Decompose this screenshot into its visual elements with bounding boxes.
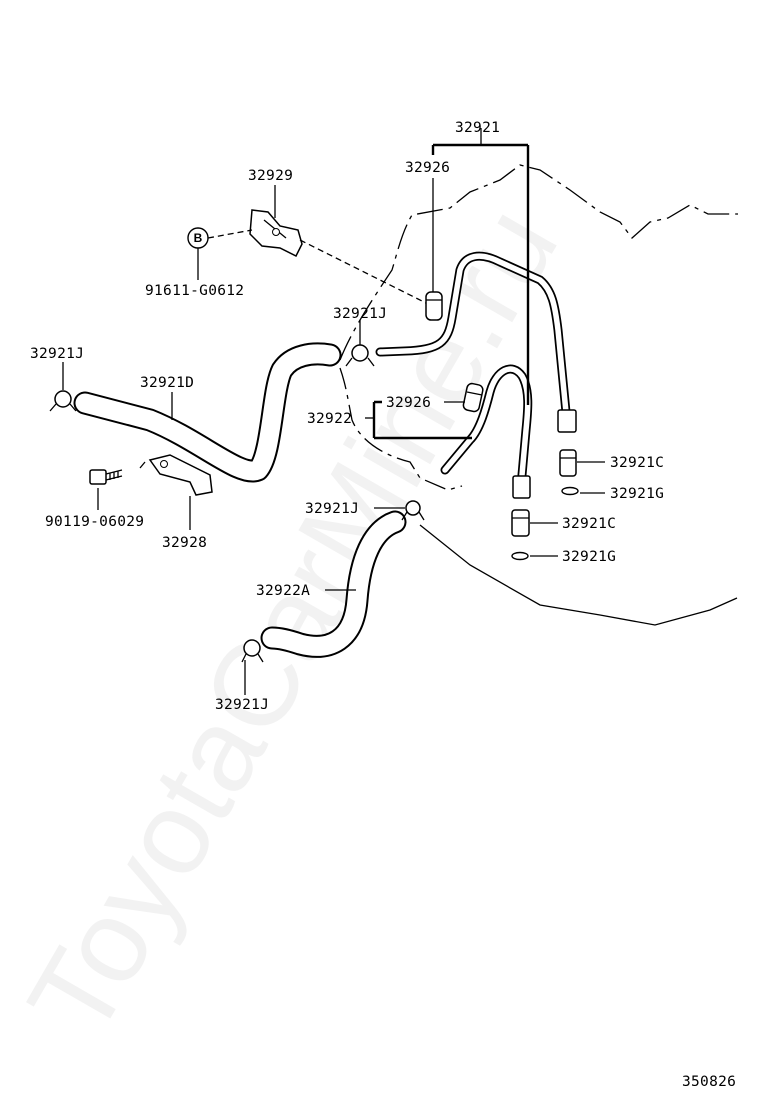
diagram-number: 350826 — [682, 1074, 736, 1090]
part-labels: 32921 32926 32929 91611-G0612 32921J 329… — [30, 120, 736, 1090]
label-32928: 32928 — [162, 535, 207, 551]
label-32921j-mid: 32921J — [333, 306, 387, 322]
clamp-32921J-bottom — [241, 639, 264, 663]
label-32921j-low: 32921J — [305, 501, 359, 517]
bolt-90119-06029 — [89, 469, 123, 485]
gasket-32921G-1 — [561, 486, 579, 496]
cushion-32926-mid — [462, 382, 484, 413]
label-32921d: 32921D — [140, 375, 194, 391]
label-32921c-2: 32921C — [562, 516, 616, 532]
label-32921g-2: 32921G — [562, 549, 616, 565]
label-32926-top: 32926 — [405, 160, 450, 176]
label-90119-06029: 90119-06029 — [45, 514, 144, 530]
label-32921g-1: 32921G — [610, 486, 664, 502]
union-32921C-2 — [511, 475, 531, 537]
union-32921C-1 — [557, 409, 577, 477]
gasket-32921G-2 — [511, 551, 529, 561]
clamp-32921J-low — [401, 500, 425, 521]
label-32922a: 32922A — [256, 583, 310, 599]
label-32921j-left: 32921J — [30, 346, 84, 362]
hose-32921D — [73, 342, 342, 483]
leader-lines — [62, 128, 605, 695]
pipe-32922 — [440, 364, 533, 480]
label-32922: 32922 — [307, 411, 352, 427]
label-32921: 32921 — [455, 120, 500, 136]
clip-32928 — [139, 454, 213, 496]
label-32921c-1: 32921C — [610, 455, 664, 471]
watermark: ToyotaCarMine.ru — [3, 185, 583, 1058]
callout-b-letter: B — [194, 231, 203, 245]
body-outline — [339, 164, 738, 626]
hose-32922A — [260, 510, 407, 658]
bracket-32929 — [249, 209, 303, 258]
label-91611-g0612: 91611-G0612 — [145, 283, 244, 299]
cushion-32926-top — [425, 291, 443, 321]
clamp-32921J-left — [49, 390, 77, 412]
label-32929: 32929 — [248, 168, 293, 184]
callout-b-circle: B — [187, 227, 209, 249]
label-32921j-bottom: 32921J — [215, 697, 269, 713]
pipe-32921 — [375, 251, 571, 417]
label-32926-mid: 32926 — [386, 395, 431, 411]
